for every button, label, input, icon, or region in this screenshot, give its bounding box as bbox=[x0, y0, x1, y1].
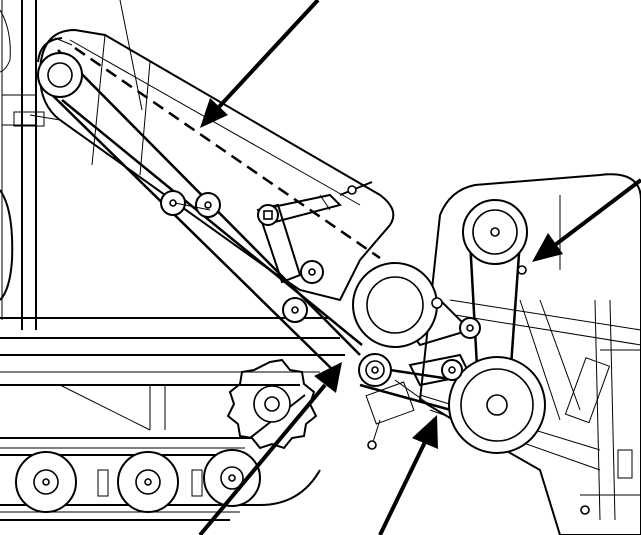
arrow-bottom-left bbox=[198, 362, 342, 535]
arrow-right bbox=[532, 178, 641, 262]
pulley-top-left bbox=[37, 37, 83, 98]
track-link-pins bbox=[97, 469, 203, 497]
arrow-bottom-center bbox=[378, 415, 438, 535]
track-wheel-1 bbox=[15, 451, 77, 513]
track-wheel-3 bbox=[203, 449, 261, 507]
drive-pulley-upper-right bbox=[462, 199, 528, 275]
dashed-belt-path bbox=[74, 46, 381, 260]
idler-pulley-lower bbox=[358, 353, 392, 387]
idler-pulley-upper-pair-right bbox=[195, 192, 221, 218]
idler-pulley-arm-top bbox=[257, 204, 279, 226]
frame-left bbox=[0, 0, 45, 330]
arrow-upper-center bbox=[200, 0, 320, 128]
idler-pulley-arm-mid bbox=[300, 260, 324, 284]
idler-pulley-upper-pair-left bbox=[160, 190, 186, 216]
idler-pulley-lower-right-small bbox=[441, 359, 463, 381]
idler-pulley-arm-lower bbox=[282, 297, 308, 323]
sprocket bbox=[226, 358, 318, 450]
boom-housing bbox=[29, 0, 395, 302]
pulley-pair-link bbox=[174, 202, 211, 211]
large-pulley-center bbox=[352, 262, 443, 348]
track-wheel-2 bbox=[117, 451, 179, 513]
right-structure bbox=[418, 173, 641, 535]
idler-pulley-right-small bbox=[459, 317, 481, 339]
large-pulley-lower-right bbox=[448, 356, 546, 454]
horizontal-beams bbox=[0, 317, 345, 431]
